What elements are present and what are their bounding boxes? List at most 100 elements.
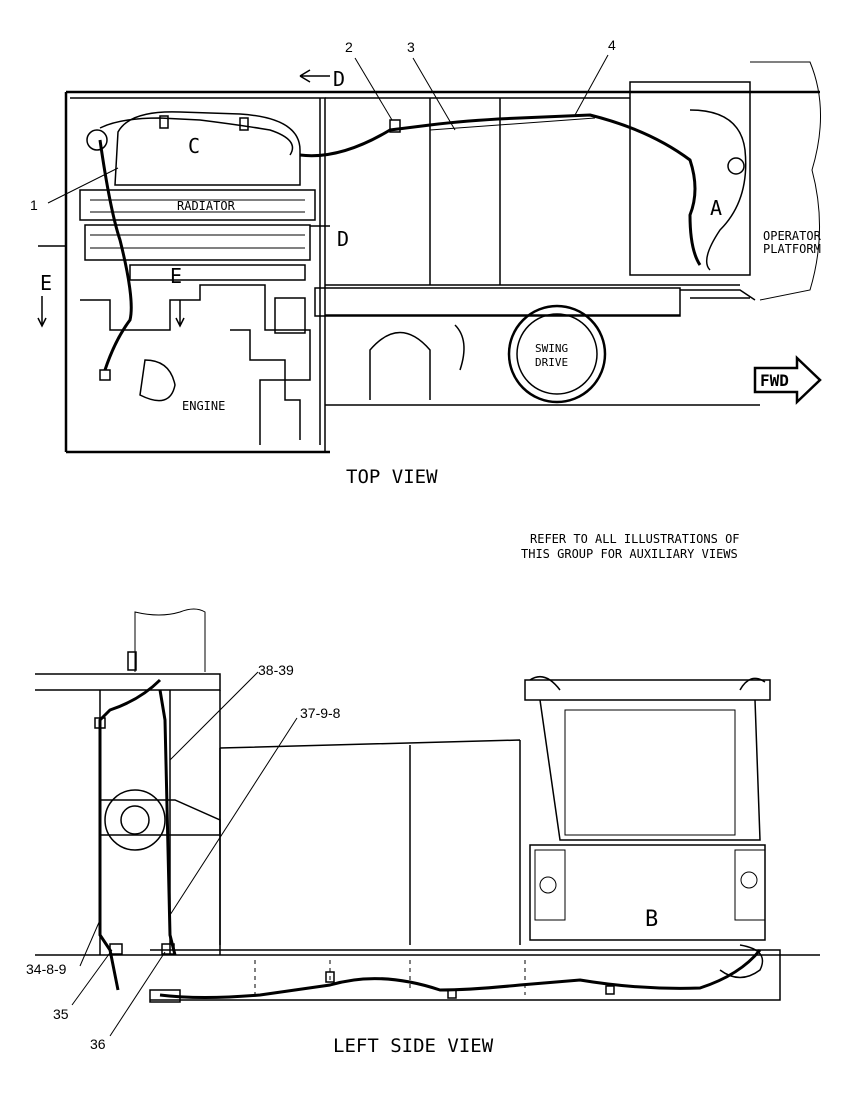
callout-1: 1 bbox=[30, 197, 38, 213]
label-radiator: RADIATOR bbox=[177, 199, 236, 213]
filter-component bbox=[86, 129, 108, 151]
clamp-c bbox=[605, 985, 615, 995]
clip-top-b bbox=[239, 117, 249, 131]
hose-lower-run bbox=[159, 949, 762, 999]
pivot-inner bbox=[120, 805, 150, 835]
hose-parallel bbox=[429, 117, 596, 131]
left-side-view: 38-39 37-9-8 34-8-9 35 36 B LEFT SIDE VI… bbox=[26, 608, 820, 1057]
label-section-d-top: D bbox=[333, 67, 345, 91]
radiator-lower bbox=[84, 224, 311, 261]
frame-outline bbox=[64, 90, 820, 454]
deck-lines bbox=[325, 97, 760, 406]
label-section-e-mid: E bbox=[170, 264, 182, 288]
callout-4: 4 bbox=[608, 37, 616, 53]
cab-b-glass bbox=[564, 709, 736, 836]
swing-drive-outer bbox=[507, 304, 607, 404]
clamp-b bbox=[447, 989, 457, 999]
leader-37-9-8 bbox=[169, 717, 298, 916]
engine-stepped bbox=[230, 329, 301, 440]
side-view-title: LEFT SIDE VIEW bbox=[333, 1035, 494, 1057]
boom-rails bbox=[429, 98, 501, 285]
top-view-title: TOP VIEW bbox=[346, 466, 438, 488]
top-view: 1 2 3 4 C A RADIATOR ENGINE SWING DRIVE … bbox=[30, 37, 822, 488]
label-section-d-mid: D bbox=[337, 227, 349, 251]
label-engine: ENGINE bbox=[182, 399, 225, 413]
uprights bbox=[99, 690, 221, 955]
cab-b-window bbox=[539, 699, 761, 841]
engine-block bbox=[80, 284, 311, 445]
beam-end bbox=[680, 289, 756, 301]
boom-pivot bbox=[100, 799, 221, 836]
cab-b-block-right bbox=[734, 849, 766, 921]
fitting-35 bbox=[109, 943, 123, 955]
valve-component bbox=[727, 157, 745, 175]
label-c: C bbox=[188, 134, 200, 158]
leader-38-39 bbox=[169, 671, 259, 761]
engine-box bbox=[274, 297, 306, 334]
fitting-a bbox=[94, 717, 106, 729]
hose-left bbox=[98, 139, 133, 371]
platform-rail bbox=[689, 109, 747, 271]
callout-37-9-8: 37-9-8 bbox=[300, 705, 341, 721]
leader-36 bbox=[109, 951, 166, 1037]
arch-left bbox=[369, 331, 431, 400]
cab-b-bolt-right bbox=[740, 871, 758, 889]
callout-35: 35 bbox=[53, 1006, 69, 1022]
fwd-arrow-icon bbox=[753, 355, 822, 405]
label-operator-2: PLATFORM bbox=[763, 242, 821, 256]
cab-b-bolt-left bbox=[539, 876, 557, 894]
body-panels bbox=[219, 739, 521, 945]
callout-2: 2 bbox=[345, 39, 353, 55]
radiator-bar bbox=[129, 264, 306, 281]
radiator-fins bbox=[90, 199, 305, 249]
leader-34-8-9 bbox=[79, 919, 101, 967]
label-a: A bbox=[710, 196, 722, 220]
engine-component bbox=[139, 359, 176, 402]
callout-3: 3 bbox=[407, 39, 415, 55]
radiator-core bbox=[79, 189, 316, 221]
arch-mid bbox=[454, 324, 465, 371]
hose-vertical-right bbox=[158, 689, 177, 956]
label-swing-drive-2: DRIVE bbox=[535, 356, 568, 369]
hose-vertical-left bbox=[98, 678, 162, 991]
auxiliary-note: REFER TO ALL ILLUSTRATIONS OF THIS GROUP… bbox=[521, 532, 740, 561]
label-swing-drive-1: SWING bbox=[535, 342, 568, 355]
upper-deck bbox=[35, 673, 221, 691]
label-section-e-left: E bbox=[40, 271, 52, 295]
label-b: B bbox=[645, 907, 658, 932]
leader-2 bbox=[354, 57, 393, 121]
leader-4 bbox=[574, 54, 609, 116]
leader-1 bbox=[47, 167, 119, 204]
fitting-cluster bbox=[149, 989, 181, 1003]
cab-post bbox=[127, 651, 137, 671]
leader-35 bbox=[71, 949, 113, 1006]
compartment-c bbox=[114, 111, 301, 186]
leader-3 bbox=[412, 57, 456, 131]
platform-edge bbox=[750, 61, 822, 301]
cab-b-rollbar bbox=[529, 675, 766, 691]
clip-top-a bbox=[159, 115, 169, 129]
boom-beam bbox=[314, 287, 681, 317]
section-e-arrow-mid bbox=[175, 300, 185, 328]
hose-loop bbox=[719, 944, 764, 979]
fitting-lower bbox=[99, 369, 111, 381]
cab-b-roof bbox=[524, 679, 771, 701]
hose-top bbox=[99, 117, 294, 156]
note-line-1: REFER TO ALL ILLUSTRATIONS OF bbox=[530, 532, 740, 546]
cab-outline bbox=[134, 608, 206, 672]
callout-34-8-9: 34-8-9 bbox=[26, 961, 67, 977]
section-e-arrow-left bbox=[37, 245, 65, 328]
label-fwd: FWD bbox=[760, 371, 789, 390]
section-d-arrow-top bbox=[299, 69, 330, 83]
clip-2 bbox=[389, 119, 401, 133]
operator-platform-outline bbox=[629, 81, 751, 276]
note-line-2: THIS GROUP FOR AUXILIARY VIEWS bbox=[521, 547, 738, 561]
swing-drive-inner bbox=[516, 313, 598, 395]
callout-36: 36 bbox=[90, 1036, 106, 1052]
hidden-lines bbox=[254, 960, 526, 995]
cab-b-block-left bbox=[534, 849, 566, 921]
label-operator-1: OPERATOR bbox=[763, 229, 822, 243]
callout-38-39: 38-39 bbox=[258, 662, 294, 678]
hose-main bbox=[299, 113, 702, 266]
